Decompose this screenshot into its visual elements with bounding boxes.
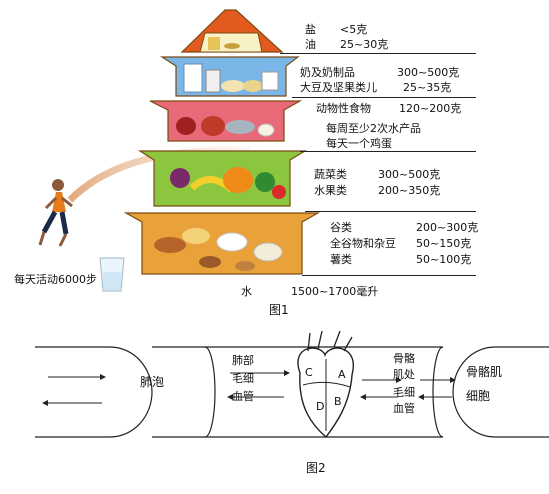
chamber-d: D <box>316 400 325 413</box>
milk-bottle-icon <box>205 69 221 93</box>
runner-icon <box>38 179 73 247</box>
cell-outline <box>452 346 496 438</box>
figure1-caption: 图1 <box>269 303 289 317</box>
soybean-icon <box>243 80 263 92</box>
alveolus-label: 肺泡 <box>140 375 165 389</box>
broccoli-icon <box>255 172 275 192</box>
muscle-site-label-2: 肌处 <box>393 368 415 381</box>
oil-label: 油 <box>305 38 316 51</box>
chamber-c: C <box>305 366 313 379</box>
cheese-icon <box>261 71 279 91</box>
activity-label: 每天活动6000步 <box>14 273 97 286</box>
circulation-diagram <box>35 330 549 439</box>
divider <box>305 211 476 212</box>
vegetable-value: 300~500克 <box>378 168 441 181</box>
fruit-label: 水果类 <box>314 184 347 197</box>
chamber-a: A <box>338 368 346 381</box>
muscle-cell-label-1: 骨骼肌 <box>466 365 503 379</box>
water-value: 1500~1700毫升 <box>291 285 379 298</box>
vegetable-label: 蔬菜类 <box>314 168 347 181</box>
animal-food-label: 动物性食物 <box>316 102 371 115</box>
water-glass-icon <box>99 257 125 292</box>
bread-icon <box>154 237 186 253</box>
potato-icon <box>235 261 255 271</box>
muscle-cell-label-2: 细胞 <box>466 389 491 403</box>
sweet-potato-icon <box>199 256 221 268</box>
divider <box>280 53 476 54</box>
muscle-capillary-label-1: 毛细 <box>393 386 415 399</box>
tomato-icon <box>272 185 286 199</box>
meat-icon <box>176 117 196 135</box>
nuts-icon <box>221 80 245 92</box>
lung-capillary-label-1: 肺部 <box>232 354 254 367</box>
lung-capillary-label-2: 毛细 <box>232 372 254 385</box>
pumpkin-icon <box>223 167 253 193</box>
salt-value: <5克 <box>340 23 368 36</box>
pyramid-level-5 <box>123 212 321 275</box>
rice-bowl-icon <box>216 232 248 252</box>
tuber-value: 50~100克 <box>416 253 472 266</box>
figure2-caption: 图2 <box>306 461 326 475</box>
egg-icon <box>257 123 275 137</box>
heart-icon <box>297 330 355 439</box>
divider <box>292 97 476 98</box>
fruit-value: 200~350克 <box>378 184 441 197</box>
grain-bowl-icon <box>182 228 210 244</box>
milk-carton-icon <box>183 63 203 93</box>
cereal-value: 200~300克 <box>416 221 479 234</box>
cereal-label: 谷类 <box>330 221 352 234</box>
pyramid-level-2 <box>159 56 300 97</box>
divider <box>300 151 476 152</box>
muscle-site-label-1: 骨骼 <box>393 352 415 365</box>
whole-grain-value: 50~150克 <box>416 237 472 250</box>
fish-icon <box>225 120 255 134</box>
dairy-value: 300~500克 <box>397 66 460 79</box>
divider <box>302 275 476 276</box>
spoon-icon <box>224 43 240 49</box>
whole-grain-label: 全谷物和杂豆 <box>330 237 396 250</box>
pyramid-level-1 <box>180 9 284 53</box>
muscle-capillary-label-2: 血管 <box>393 402 415 415</box>
lung-capillary-label-3: 血管 <box>232 390 254 403</box>
meat-icon <box>201 116 225 136</box>
pyramid-level-4 <box>137 150 308 207</box>
tuber-label: 薯类 <box>330 253 352 266</box>
soy-nuts-value: 25~35克 <box>403 81 452 94</box>
seafood-note: 每周至少2次水产品 <box>326 122 421 135</box>
dairy-label: 奶及奶制品 <box>300 66 355 79</box>
alveolus-outline <box>35 346 153 438</box>
bun-icon <box>253 242 283 262</box>
water-label: 水 <box>241 285 252 298</box>
soy-nuts-label: 大豆及坚果类儿 <box>300 81 377 94</box>
pyramid-level-3 <box>149 100 303 142</box>
chamber-b: B <box>334 395 342 408</box>
salt-jar-icon <box>208 37 220 50</box>
salt-label: 盐 <box>305 23 316 36</box>
egg-note: 每天一个鸡蛋 <box>326 137 392 150</box>
food-pyramid-figure <box>38 9 321 292</box>
oil-value: 25~30克 <box>340 38 389 51</box>
grapes-icon <box>170 168 190 188</box>
animal-food-value: 120~200克 <box>399 102 462 115</box>
